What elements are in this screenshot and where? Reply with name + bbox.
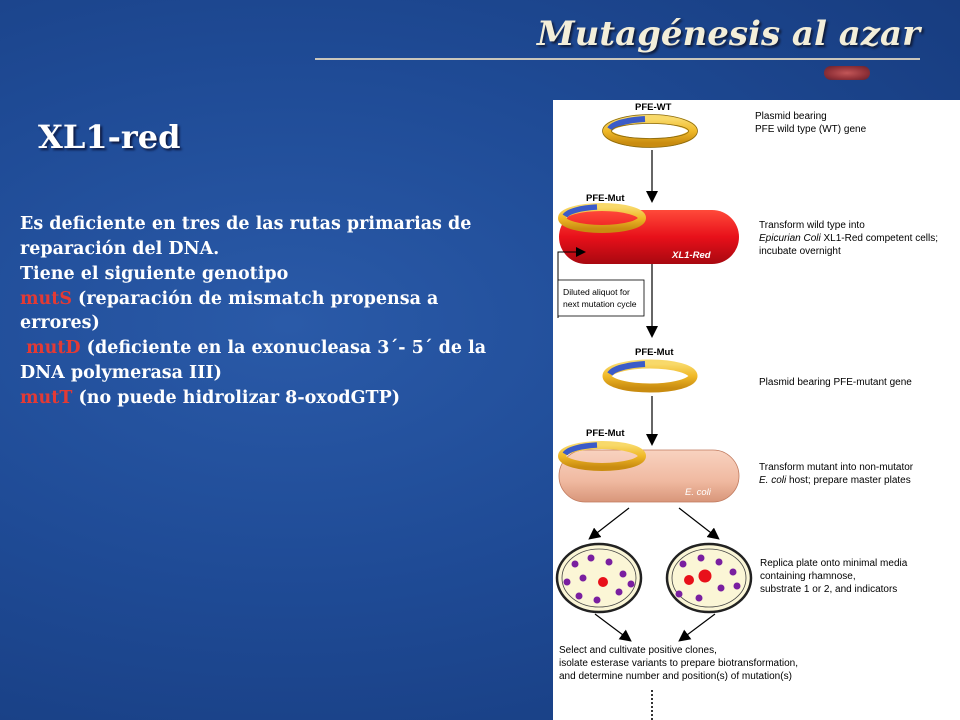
arrow-4a — [588, 507, 630, 540]
mutD-desc: (deficiente en la exonucleasa 3´- 5´ de … — [20, 338, 487, 384]
replica-plate-1 — [555, 542, 643, 614]
arrow-5a — [594, 613, 632, 642]
mutD-item: mutD (deficiente en la exonucleasa 3´- 5… — [20, 336, 510, 386]
mutT-item: mutT (no puede hidrolizar 8-oxodGTP) — [20, 386, 510, 411]
step6-line3: and determine number and position(s) of … — [559, 671, 792, 682]
step2-line3: incubate overnight — [759, 246, 841, 257]
slide-body: Es deficiente en tres de las rutas prima… — [20, 212, 510, 411]
step2-xl1red: XL1-Red competent cells; — [821, 233, 938, 244]
label-pfe-mut-2: PFE-Mut — [635, 347, 674, 358]
diagram-panel: PFE-WT Plasmid bearing PFE wild type (WT… — [553, 100, 960, 720]
label-pfe-mut-1: PFE-Mut — [586, 193, 625, 204]
arrow-5b — [678, 613, 716, 642]
mutS-desc: (reparación de mismatch propensa a error… — [20, 288, 439, 334]
step1-line2: PFE wild type (WT) gene — [755, 124, 867, 135]
step5-line2: containing rhamnose, — [760, 571, 856, 582]
label-pfe-mut-3: PFE-Mut — [586, 428, 625, 439]
step4-ecoli: E. coli — [759, 475, 787, 486]
step6-line1: Select and cultivate positive clones, — [559, 645, 717, 656]
step5-line3: substrate 1 or 2, and indicators — [760, 584, 897, 595]
body-line-2: Tiene el siguiente genotipo — [20, 263, 289, 284]
slide-title: Mutagénesis al azar — [537, 14, 920, 54]
mutT-gene: mutT — [20, 387, 73, 408]
cycle-line2: next mutation cycle — [563, 299, 637, 309]
label-ecoli: E. coli — [685, 487, 712, 498]
replica-plate-2 — [665, 542, 753, 614]
step4-line1: Transform mutant into non-mutator — [759, 462, 914, 473]
label-pfe-wt: PFE-WT — [635, 102, 672, 113]
step2-line2: Epicurian Coli XL1-Red competent cells; — [759, 233, 938, 244]
xl1red-cell — [559, 210, 739, 264]
step6-line2: isolate esterase variants to prepare bio… — [559, 658, 798, 669]
title-divider — [315, 58, 920, 60]
cycle-box — [557, 279, 645, 317]
ecoli-cell — [558, 449, 740, 503]
mutD-gene: mutD — [26, 338, 81, 359]
step2-line1: Transform wild type into — [759, 220, 865, 231]
plasmid-wt-icon — [602, 114, 698, 148]
slide-subtitle: XL1-red — [38, 118, 181, 156]
step2-epicurian: Epicurian Coli — [759, 233, 821, 244]
mutS-item: mutS (reparación de mismatch propensa a … — [20, 287, 510, 337]
body-line-1: Es deficiente en tres de las rutas prima… — [20, 214, 472, 259]
mutagenesis-diagram: PFE-WT Plasmid bearing PFE wild type (WT… — [555, 102, 938, 720]
step4-line2: E. coli host; prepare master plates — [759, 475, 911, 486]
mutT-desc: (no puede hidrolizar 8-oxodGTP) — [72, 387, 401, 408]
mutS-gene: mutS — [20, 288, 72, 309]
red-decoration — [824, 66, 870, 80]
label-xl1red: XL1-Red — [671, 250, 711, 261]
step1-line1: Plasmid bearing — [755, 111, 827, 122]
plasmid-mut-1-icon — [558, 203, 646, 233]
plasmid-mut-3-icon — [558, 441, 646, 471]
arrow-4b — [678, 507, 720, 540]
step5-line1: Replica plate onto minimal media — [760, 558, 908, 569]
step3: Plasmid bearing PFE-mutant gene — [759, 377, 912, 388]
cycle-line1: Diluted aliquot for — [563, 287, 630, 297]
plasmid-mut-2-icon — [602, 359, 698, 393]
step4-host: host; prepare master plates — [786, 475, 911, 486]
